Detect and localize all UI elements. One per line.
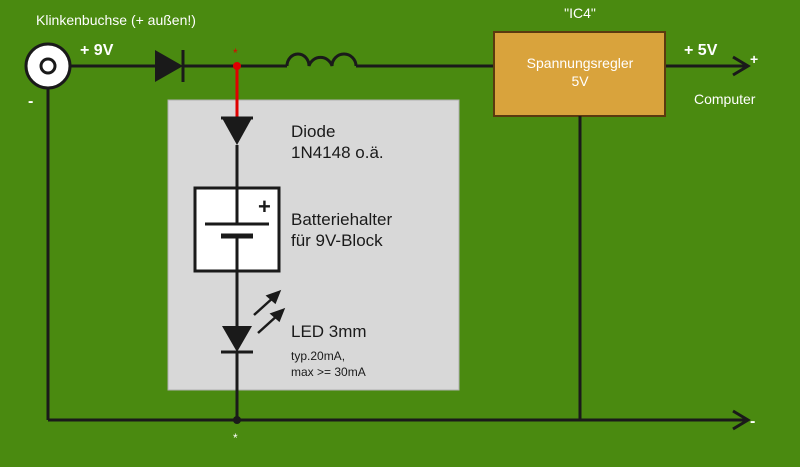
led-label-line1: LED 3mm xyxy=(291,322,367,341)
diode-label-line2: 1N4148 o.ä. xyxy=(291,143,384,162)
led-label-line3: max >= 30mA xyxy=(291,365,366,379)
battery-plus-label: + xyxy=(258,194,271,219)
regulator-label-line1: Spannungsregler xyxy=(527,55,634,71)
junction-top xyxy=(233,62,241,70)
output-plus-label: + xyxy=(750,51,758,67)
inductor-icon xyxy=(285,52,358,67)
ground-arrow-icon xyxy=(732,409,751,431)
jack-socket-icon xyxy=(24,42,72,90)
output-target-label: Computer xyxy=(694,91,756,107)
led-light-arrows-icon xyxy=(253,289,286,334)
backup-diode-icon xyxy=(221,116,253,145)
ground-minus-label: - xyxy=(750,413,755,430)
battery-label-line1: Batteriehalter xyxy=(291,210,392,229)
regulator-label-line2: 5V xyxy=(571,73,589,89)
diode-label-line1: Diode xyxy=(291,122,335,141)
junction-bottom xyxy=(233,416,241,424)
input-diode-icon xyxy=(155,50,185,82)
jack-minus-label: - xyxy=(28,93,33,110)
input-voltage-label: + 9V xyxy=(80,42,114,59)
ground-rail xyxy=(46,88,745,422)
battery-holder-icon xyxy=(193,186,281,273)
ic-name-label: "IC4" xyxy=(564,5,596,21)
battery-label-line2: für 9V-Block xyxy=(291,231,383,250)
junction-bottom-mark: * xyxy=(233,431,238,445)
junction-top-mark: * xyxy=(233,46,238,60)
led-label-line2: typ.20mA, xyxy=(291,349,345,363)
jack-label: Klinkenbuchse (+ außen!) xyxy=(36,12,196,28)
output-arrow-icon xyxy=(732,55,751,77)
output-voltage-label: + 5V xyxy=(684,42,718,59)
led-icon xyxy=(221,326,253,354)
